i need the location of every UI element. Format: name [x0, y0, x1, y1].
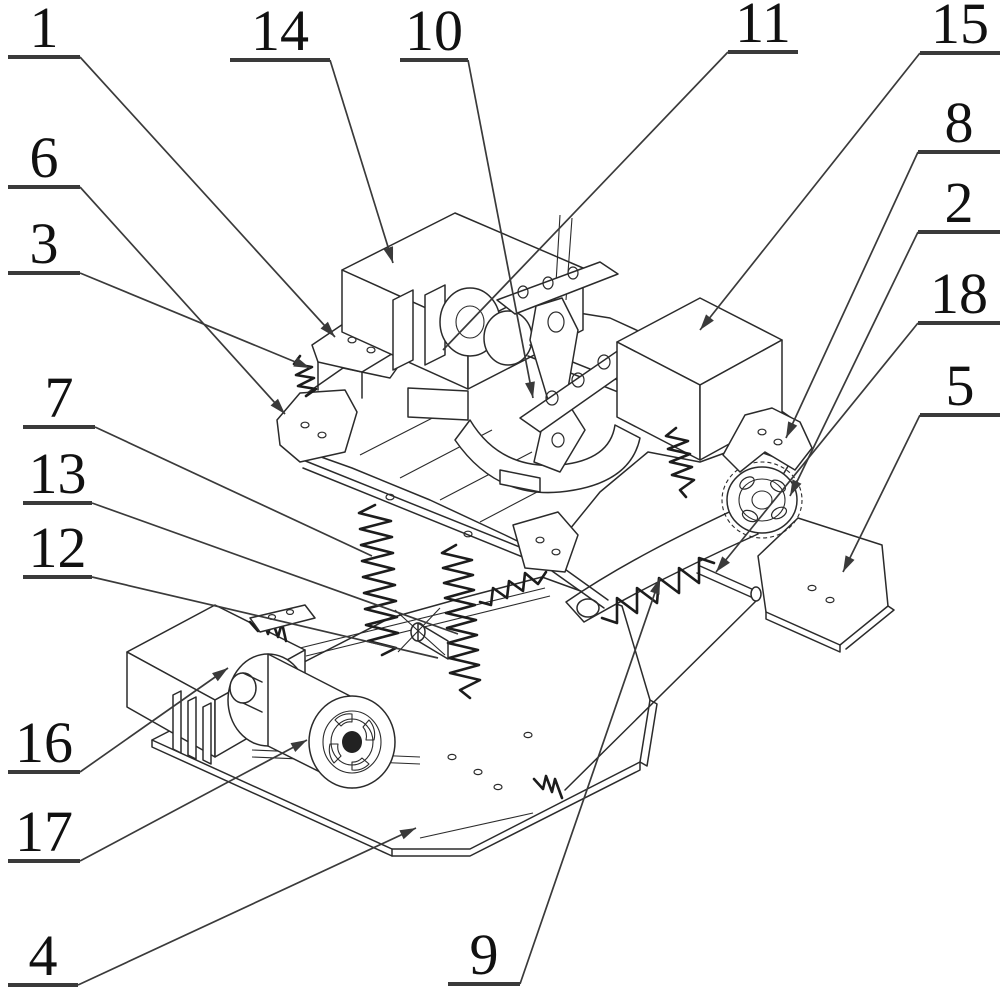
part-label-4: 4	[8, 923, 78, 988]
part-label-2: 2	[918, 170, 1000, 235]
leader-line-1	[79, 56, 336, 338]
leader-line-8	[785, 151, 919, 439]
shock-rod	[564, 565, 762, 791]
suspension-springs	[357, 503, 548, 700]
leader-line-17	[79, 739, 308, 862]
leader-arrowhead-9	[650, 578, 660, 595]
machine-drawing	[126, 212, 895, 857]
leader-line-12	[91, 576, 439, 659]
leader-line-2	[789, 231, 919, 497]
part-number: 13	[29, 441, 87, 506]
part-label-9: 9	[448, 922, 520, 987]
leader-line-11	[442, 51, 729, 351]
lift-motor-unit	[126, 604, 396, 789]
leader-line-16	[79, 667, 229, 773]
leader-line-5	[842, 414, 921, 573]
lower-pivot-bracket	[512, 511, 579, 573]
leader-arrowhead-6	[270, 398, 285, 414]
part-number: 14	[251, 0, 309, 63]
part-label-18: 18	[918, 261, 1000, 326]
part-number: 16	[15, 710, 73, 775]
leader-line-9	[519, 577, 661, 985]
part-label-13: 13	[23, 441, 92, 506]
leader-line-10	[467, 59, 534, 399]
part-number: 2	[945, 170, 974, 235]
leader-arrowhead-8	[786, 421, 798, 438]
part-number: 18	[930, 261, 988, 326]
part-number: 8	[945, 90, 974, 155]
part-number: 17	[15, 799, 73, 864]
leader-line-7	[94, 426, 373, 557]
leader-line-18	[715, 322, 919, 573]
leader-line-3	[79, 272, 311, 369]
leader-arrowhead-3	[293, 357, 310, 368]
right-wing-plate	[757, 517, 895, 653]
part-label-11: 11	[728, 0, 798, 55]
base-springs	[248, 604, 564, 800]
part-label-12: 12	[23, 515, 92, 580]
leader-arrowhead-10	[525, 381, 535, 398]
part-label-7: 7	[23, 365, 95, 430]
leader-line-6	[79, 186, 286, 415]
part-label-8: 8	[918, 90, 1000, 155]
leader-arrowhead-18	[716, 556, 730, 572]
leader-line-15	[699, 52, 921, 331]
leader-line-14	[329, 59, 394, 264]
leader-lines-layer	[77, 51, 921, 986]
leader-arrowhead-16	[212, 668, 228, 682]
leader-arrowhead-15	[700, 314, 714, 330]
part-label-5: 5	[920, 353, 1000, 418]
part-number: 10	[405, 0, 463, 63]
part-number: 5	[946, 353, 975, 418]
leader-line-4	[77, 827, 417, 986]
part-number: 9	[470, 922, 499, 987]
electric-actuator	[394, 607, 449, 660]
part-label-10: 10	[400, 0, 468, 63]
leader-arrowhead-17	[290, 740, 307, 752]
part-label-3: 3	[8, 211, 80, 276]
part-label-1: 1	[8, 0, 80, 60]
part-number: 6	[30, 125, 59, 190]
part-number: 1	[30, 0, 59, 60]
part-number: 12	[29, 515, 87, 580]
leader-arrowhead-1	[320, 321, 335, 337]
part-number: 7	[45, 365, 74, 430]
leader-arrowhead-5	[843, 555, 855, 572]
part-number: 11	[735, 0, 791, 55]
leader-arrowhead-4	[399, 828, 416, 840]
part-label-16: 16	[8, 710, 80, 775]
part-number: 15	[931, 0, 989, 56]
leader-arrowhead-2	[790, 479, 802, 496]
part-label-15: 15	[920, 0, 1000, 56]
leader-line-13	[91, 502, 459, 635]
part-label-14: 14	[230, 0, 330, 63]
part-label-17: 17	[8, 799, 80, 864]
part-number: 4	[29, 923, 58, 988]
part-label-6: 6	[8, 125, 80, 190]
leader-arrowhead-14	[383, 246, 394, 263]
part-number: 3	[30, 211, 59, 276]
